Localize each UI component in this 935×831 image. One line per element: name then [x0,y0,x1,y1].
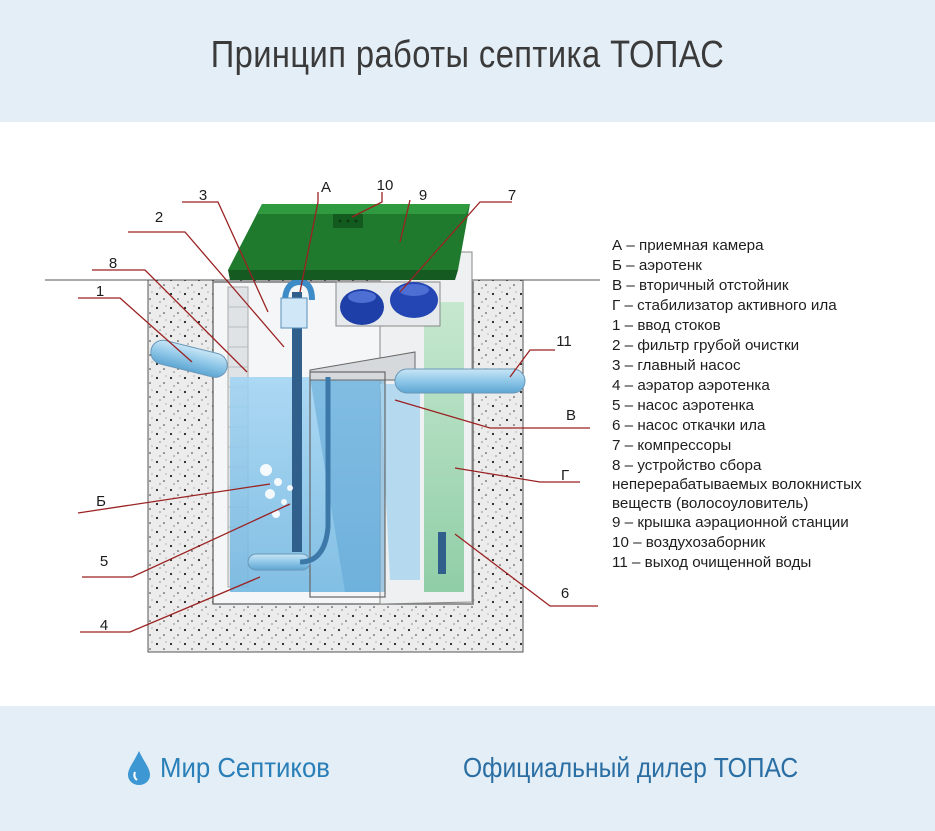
callout-11: 11 [556,333,572,350]
callout-G: Г [561,467,569,484]
callout-9: 9 [419,187,427,204]
legend-item-5: 5 – насос аэротенка [612,397,754,414]
callout-8: 8 [109,255,117,272]
legend-item-11: 11 – выход очищенной воды [612,554,812,571]
legend-item-a: А – приемная камера [612,237,764,254]
callout-4: 4 [100,617,108,634]
dealer-text: Официальный дилер ТОПАС [463,752,799,783]
callout-2: 2 [155,209,163,226]
brand-name: Мир Септиков [160,752,330,783]
legend-item-8: 8 – устройство сбора неперерабатываемых … [612,457,862,512]
legend-item-v: В – вторичный отстойник [612,277,789,294]
callout-V: В [566,407,576,424]
page-title: Принцип работы септика ТОПАС [210,34,725,76]
septic-diagram: 3 2 8 1 А 10 9 7 11 В Г Б 5 4 6 [0,122,935,706]
legend-item-g: Г – стабилизатор активного ила [612,297,837,314]
callout-5: 5 [100,553,108,570]
callout-1: 1 [96,283,104,300]
legend-item-2: 2 – фильтр грубой очистки [612,337,800,354]
callout-A: А [321,179,331,196]
legend-item-1: 1 – ввод стоков [612,317,721,334]
legend-item-3: 3 – главный насос [612,357,741,374]
callout-6: 6 [561,585,569,602]
outlet-pipe [394,368,526,394]
footer-banner: Мир Септиков Официальный дилер ТОПАС [0,706,935,831]
legend-item-10: 10 – воздухозаборник [612,534,766,551]
legend-item-9: 9 – крышка аэрационной станции [612,514,849,531]
callout-3: 3 [199,187,207,204]
legend-item-7: 7 – компрессоры [612,437,732,454]
legend-item-4: 4 – аэратор аэротенка [612,377,770,394]
callout-B: Б [96,493,106,510]
septic-illustration: 3 2 8 1 А 10 9 7 11 В Г Б 5 4 6 [45,177,600,653]
legend: А – приемная камера Б – аэротенк В – вто… [612,236,932,573]
station-lid [228,204,470,270]
brand-logo[interactable]: Мир Септиков [126,748,345,788]
header-banner: Принцип работы септика ТОПАС [0,0,935,122]
callout-10: 10 [377,177,394,194]
legend-item-b: Б – аэротенк [612,257,702,274]
water-drop-icon [128,751,150,785]
callout-7: 7 [508,187,516,204]
legend-item-6: 6 – насос откачки ила [612,417,766,434]
